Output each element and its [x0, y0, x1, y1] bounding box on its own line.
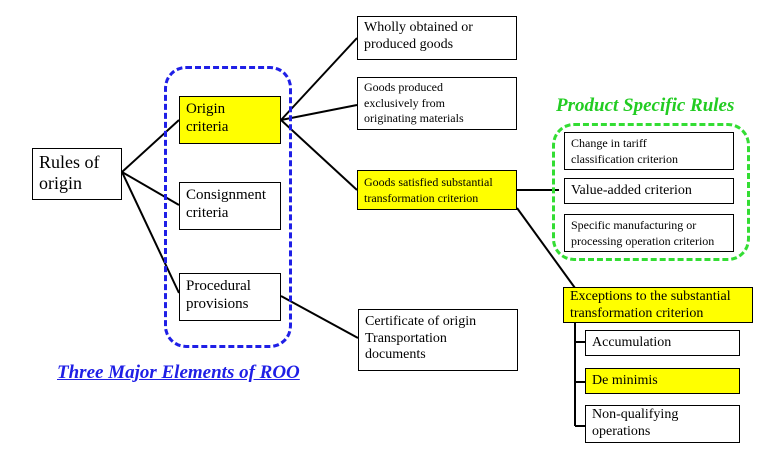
consignment-criteria-line-1: Consignment — [186, 187, 267, 203]
origin-criteria-line-1: Origin — [186, 101, 226, 117]
value-added-box: Value-added criterion — [564, 178, 734, 204]
consignment-criteria-box: Consignment criteria — [179, 182, 281, 230]
psr-frame — [552, 123, 750, 261]
non-qualifying-line-2: operations — [592, 423, 651, 439]
exceptions-line-2: transformation criterion — [570, 305, 704, 321]
origin-criteria-box: Origin criteria — [179, 96, 281, 144]
exclusively-originating-box: Goods produced exclusively from originat… — [357, 77, 517, 130]
specific-manufacturing-box: Specific manufacturing or processing ope… — [564, 214, 734, 252]
certificate-line-3: documents — [365, 347, 426, 363]
certificate-line-2: Transportation — [365, 330, 447, 346]
specific-manufacturing-line-2: processing operation criterion — [571, 233, 715, 248]
accumulation-box: Accumulation — [585, 330, 740, 356]
psr-title: Product Specific Rules — [556, 95, 735, 116]
substantial-transformation-box: Goods satisfied substantial transformati… — [357, 170, 517, 210]
rules-of-origin-line-1: Rules of — [39, 152, 100, 172]
exclusively-originating-line-3: originating materials — [364, 111, 464, 126]
de-minimis-line-1: De minimis — [592, 373, 658, 388]
exclusively-originating-line-1: Goods produced — [364, 80, 443, 94]
accumulation-line-1: Accumulation — [592, 335, 672, 350]
exceptions-box: Exceptions to the substantial transforma… — [563, 287, 753, 323]
procedural-provisions-line-2: provisions — [186, 295, 249, 312]
change-in-tariff-line-2: classification criterion — [571, 151, 678, 166]
rules-of-origin-box: Rules of origin — [32, 148, 122, 200]
wholly-obtained-line-2: produced goods — [364, 36, 454, 52]
exceptions-line-1: Exceptions to the substantial — [570, 289, 731, 304]
non-qualifying-box: Non-qualifying operations — [585, 405, 740, 443]
exclusively-originating-line-2: exclusively from — [364, 95, 445, 110]
change-in-tariff-box: Change in tariff classification criterio… — [564, 132, 734, 170]
value-added-line-1: Value-added criterion — [571, 183, 692, 198]
three-major-elements-caption: Three Major Elements of ROO — [57, 362, 300, 383]
specific-manufacturing-line-1: Specific manufacturing or — [571, 218, 697, 232]
major-elements-frame — [164, 66, 292, 348]
certificate-of-origin-box: Certificate of origin Transportation doc… — [358, 309, 518, 371]
procedural-provisions-line-1: Procedural — [186, 278, 251, 294]
procedural-provisions-box: Procedural provisions — [179, 273, 281, 321]
non-qualifying-line-1: Non-qualifying — [592, 407, 679, 422]
wholly-obtained-box: Wholly obtained or produced goods — [357, 16, 517, 60]
de-minimis-box: De minimis — [585, 368, 740, 394]
origin-criteria-line-2: criteria — [186, 118, 229, 135]
substantial-transformation-line-2: transformation criterion — [364, 190, 479, 205]
wholly-obtained-line-1: Wholly obtained or — [364, 20, 473, 35]
rules-of-origin-line-2: origin — [39, 173, 82, 194]
substantial-transformation-line-1: Goods satisfied substantial — [364, 175, 493, 189]
certificate-line-1: Certificate of origin — [365, 314, 477, 329]
change-in-tariff-line-1: Change in tariff — [571, 136, 647, 150]
consignment-criteria-line-2: criteria — [186, 204, 229, 221]
